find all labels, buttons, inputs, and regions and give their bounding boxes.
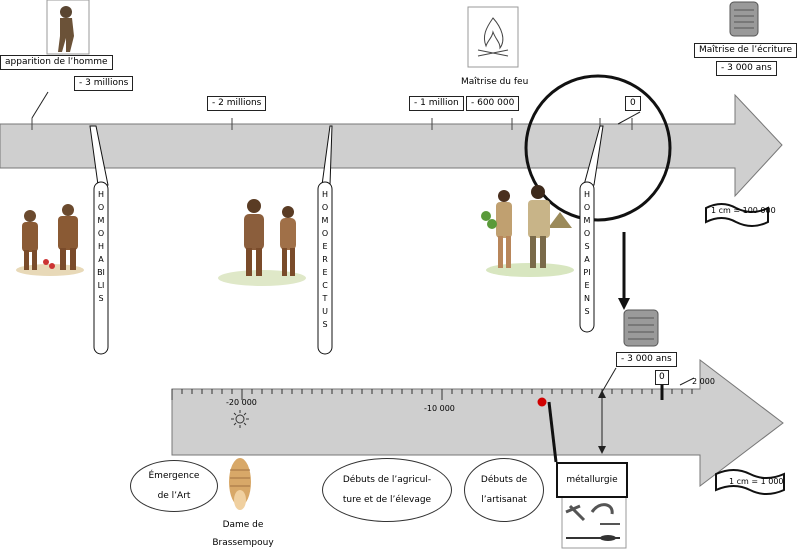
apparition-label: apparition de l’homme [0,55,113,70]
venus-figurine-image [229,458,251,510]
zero-label-bottom: 0 [655,370,669,385]
writing-mastery-label: Maîtrise de l’écriture [694,43,798,58]
double-arrow-head [598,446,606,454]
metallurgy-pointer [547,401,558,463]
minus-10000-label: -10 000 [424,404,455,413]
homo-sapiens-label: HOMO SAPIENS [583,190,591,316]
homo-habilis-label: HOMO HABILIS [97,190,105,303]
top-timeline-arrow [0,93,783,198]
artisanat-line-1: Débuts de [480,475,528,485]
habilis-spike [89,125,109,186]
metallurgy-banner: métallurgie [556,462,628,498]
top-ticks [31,118,633,130]
artisanat-line-2: l’artisanat [481,495,527,505]
homo-habilis-image [16,204,84,276]
homo-erectus-image [218,199,306,286]
clay-tablet-icon [623,309,659,347]
bottom-timeline-arrow [171,358,784,488]
minus-600000-label: - 600 000 [466,96,520,111]
erectus-bar [317,181,333,355]
plus-2000-label: 2 000 [692,377,715,386]
minus-2-million-label: - 2 millions [207,96,267,111]
minus-3-million-label: - 3 millions [74,76,134,91]
primate-figure-image [46,0,90,55]
minus-20000-label: -20 000 [226,398,257,407]
agri-line-2: ture et de l’élevage [342,495,432,505]
double-arrow-head [598,390,606,398]
zoom-arrowhead [618,298,630,310]
habilis-bar [93,181,109,355]
dame-line-2: Brassempouy [212,538,274,548]
art-line-1: Émergence [148,471,200,481]
zero-label-top: 0 [625,96,641,111]
pointer-line [31,91,49,119]
dame-brassempouy-caption: Dame de Brassempouy [205,516,281,552]
minus-3000-label-top: - 3 000 ans [716,61,777,76]
agriculture-bubble: Débuts de l’agricul- ture et de l’élevag… [322,458,452,522]
art-emergence-bubble: Émergence de l’Art [130,460,218,512]
pointer-line [601,367,617,393]
agri-line-1: Débuts de l’agricul- [342,475,432,485]
scale-banner [715,469,785,495]
scale-label-top: 1 cm = 100 000 [711,206,776,215]
homo-sapiens-image [481,185,574,277]
minus-3000-label-bottom: - 3 000 ans [616,352,677,367]
homo-erectus-label: HOMO ERECTUS [321,190,329,329]
clay-tablet-icon [729,1,759,37]
fire-mastery-label: Maîtrise du feu [461,77,529,87]
sun-icon [231,410,249,428]
scale-label-bottom: 1 cm = 1 000 [729,477,784,486]
dame-line-1: Dame de [222,520,264,530]
pointer-line [679,377,695,386]
red-dot [537,397,547,407]
art-line-2: de l’Art [157,491,191,501]
scale-banner [705,203,769,227]
fire-icon [467,6,519,68]
zoom-circle [524,74,672,222]
sapiens-spike [583,125,604,186]
metal-tools-image [561,495,627,549]
artisanat-bubble: Débuts de l’artisanat [464,458,544,522]
pointer-line [617,111,641,125]
sapiens-bar [579,181,595,333]
minus-1-million-label: - 1 million [409,96,464,111]
